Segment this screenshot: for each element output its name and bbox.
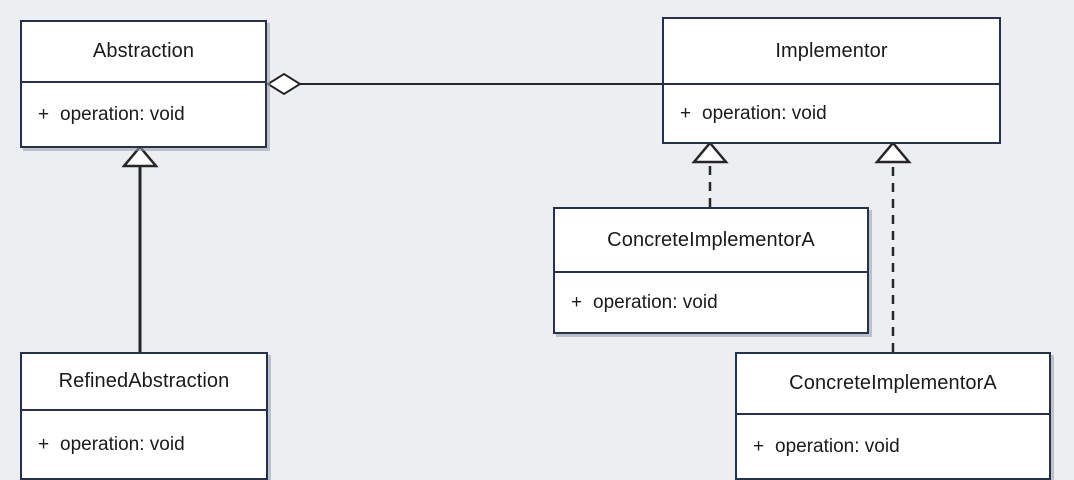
class-members-abstraction: + operation: void bbox=[22, 83, 265, 146]
member-row: + operation: void bbox=[38, 104, 249, 126]
class-box-abstraction[interactable]: Abstraction + operation: void bbox=[20, 20, 267, 148]
class-box-refined-abstraction[interactable]: RefinedAbstraction + operation: void bbox=[20, 352, 268, 480]
connector-layer bbox=[121, 72, 912, 352]
member-signature: operation: void bbox=[60, 103, 185, 125]
hollow-diamond-icon bbox=[266, 72, 302, 96]
member-row: + operation: void bbox=[571, 292, 851, 314]
member-visibility: + bbox=[38, 103, 50, 125]
class-members-refined-abstraction: + operation: void bbox=[22, 411, 266, 478]
class-name-refined-abstraction: RefinedAbstraction bbox=[22, 354, 266, 411]
class-box-concrete-implementor-a[interactable]: ConcreteImplementorA + operation: void bbox=[553, 207, 869, 334]
member-visibility: + bbox=[680, 102, 692, 124]
member-signature: operation: void bbox=[775, 435, 900, 457]
member-visibility: + bbox=[571, 291, 583, 313]
member-signature: operation: void bbox=[60, 433, 185, 455]
member-signature: operation: void bbox=[593, 291, 718, 313]
hollow-triangle-icon bbox=[691, 141, 729, 164]
member-row: + operation: void bbox=[680, 103, 983, 125]
member-visibility: + bbox=[38, 433, 50, 455]
member-visibility: + bbox=[753, 435, 765, 457]
generalization-refined-abstraction bbox=[121, 145, 159, 352]
member-signature: operation: void bbox=[702, 102, 827, 124]
class-name-concrete-implementor-b: ConcreteImplementorA bbox=[737, 354, 1049, 415]
hollow-triangle-icon bbox=[874, 141, 912, 164]
class-name-implementor: Implementor bbox=[664, 19, 999, 85]
realization-concrete-implementor-a bbox=[691, 141, 729, 207]
class-members-concrete-implementor-a: + operation: void bbox=[555, 273, 867, 332]
class-members-implementor: + operation: void bbox=[664, 85, 999, 142]
uml-class-diagram-canvas: Abstraction + operation: void Implemento… bbox=[20, 17, 1051, 480]
member-row: + operation: void bbox=[753, 436, 1033, 458]
class-members-concrete-implementor-b: + operation: void bbox=[737, 415, 1049, 478]
member-row: + operation: void bbox=[38, 434, 250, 456]
hollow-triangle-icon bbox=[121, 145, 159, 168]
class-box-concrete-implementor-b[interactable]: ConcreteImplementorA + operation: void bbox=[735, 352, 1051, 480]
class-name-abstraction: Abstraction bbox=[22, 22, 265, 83]
class-box-implementor[interactable]: Implementor + operation: void bbox=[662, 17, 1001, 144]
aggregation-abstraction-implementor bbox=[266, 72, 662, 96]
realization-concrete-implementor-b bbox=[874, 141, 912, 352]
class-name-concrete-implementor-a: ConcreteImplementorA bbox=[555, 209, 867, 273]
